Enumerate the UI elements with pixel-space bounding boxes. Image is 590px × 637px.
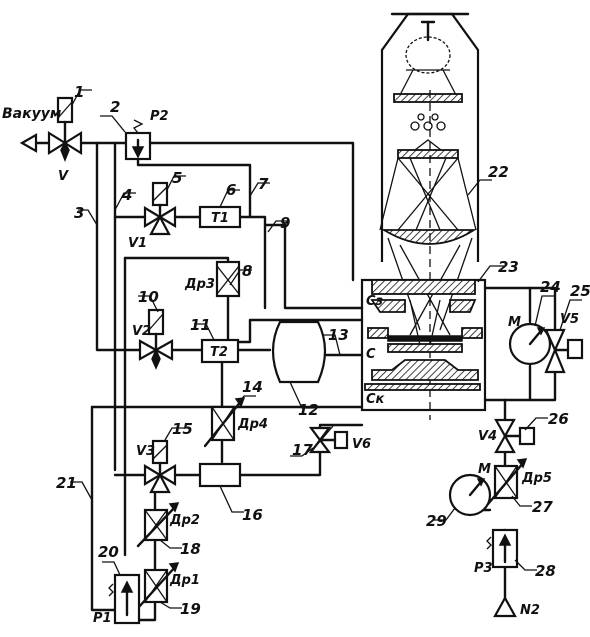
number-27: 27 bbox=[532, 498, 553, 516]
throttle-dr1 bbox=[136, 562, 180, 610]
label-v5: V5 bbox=[560, 312, 579, 327]
throttle-dr2 bbox=[136, 502, 180, 548]
number-23: 23 bbox=[498, 258, 519, 276]
label-v3: V3 bbox=[136, 444, 155, 459]
number-18: 18 bbox=[180, 540, 201, 558]
part-numbers: 1 2 3 4 5 6 7 8 9 10 11 12 13 14 15 16 1… bbox=[56, 83, 590, 618]
label-p1: P1 bbox=[93, 611, 112, 626]
number-29: 29 bbox=[426, 512, 447, 530]
number-1: 1 bbox=[74, 83, 84, 101]
label-dr1: Др1 bbox=[169, 573, 200, 588]
label-v1: V1 bbox=[128, 236, 147, 251]
number-8: 8 bbox=[242, 262, 252, 280]
valve-v3 bbox=[143, 439, 177, 494]
valve-v5 bbox=[544, 328, 584, 374]
number-11: 11 bbox=[190, 316, 211, 334]
regulator-p2 bbox=[124, 119, 152, 161]
label-m-bottom: M bbox=[478, 462, 491, 477]
label-t2: T2 bbox=[210, 345, 228, 360]
label-vacuum: Вакуум bbox=[2, 106, 61, 122]
number-25: 25 bbox=[570, 282, 590, 300]
valve-v2 bbox=[138, 308, 174, 370]
number-28: 28 bbox=[535, 562, 556, 580]
label-v2: V2 bbox=[132, 324, 151, 339]
number-10: 10 bbox=[138, 288, 159, 306]
label-c-bottom: Cк bbox=[366, 392, 386, 407]
label-p3: P3 bbox=[474, 561, 493, 576]
pressure-gauge-29 bbox=[448, 473, 492, 517]
number-16: 16 bbox=[242, 506, 263, 524]
label-dr4: Др4 bbox=[237, 417, 268, 432]
number-21: 21 bbox=[56, 474, 77, 492]
label-t1: T1 bbox=[211, 211, 229, 226]
valve-v4 bbox=[494, 418, 536, 454]
regulator-p3 bbox=[486, 528, 519, 569]
regulator-p1 bbox=[108, 573, 141, 625]
number-12: 12 bbox=[298, 401, 319, 419]
label-v: V bbox=[58, 169, 69, 184]
number-9: 9 bbox=[280, 214, 290, 232]
reservoir-12 bbox=[271, 320, 327, 384]
valve-v6 bbox=[308, 425, 349, 454]
label-dr5: Др5 bbox=[521, 471, 552, 486]
vacuum-inlet-arrow bbox=[19, 133, 38, 153]
number-26: 26 bbox=[548, 410, 569, 428]
number-22: 22 bbox=[488, 163, 509, 181]
optical-column-22 bbox=[379, 12, 480, 420]
throttle-dr3 bbox=[215, 260, 241, 298]
block-16 bbox=[198, 462, 242, 488]
label-v6: V6 bbox=[352, 437, 371, 452]
number-3: 3 bbox=[74, 204, 84, 222]
label-v4: V4 bbox=[478, 429, 497, 444]
label-n2: N2 bbox=[520, 603, 540, 618]
label-c-top: Cз bbox=[366, 294, 383, 309]
valve-v1 bbox=[143, 181, 177, 236]
number-4: 4 bbox=[121, 186, 132, 204]
number-5: 5 bbox=[172, 169, 182, 187]
number-13: 13 bbox=[328, 326, 349, 344]
chamber-23 bbox=[360, 278, 487, 412]
number-15: 15 bbox=[172, 420, 193, 438]
nitrogen-source-arrow bbox=[493, 595, 517, 618]
label-dr2: Др2 bbox=[169, 513, 200, 528]
number-2: 2 bbox=[110, 98, 120, 116]
label-c-mid: C bbox=[366, 347, 376, 362]
number-17: 17 bbox=[292, 441, 313, 459]
pressure-gauge-24 bbox=[508, 322, 552, 366]
lettered-labels: Вакуум V P2 V1 T1 Др3 V2 T2 Др4 V3 Др2 Д… bbox=[2, 106, 579, 626]
number-20: 20 bbox=[98, 543, 119, 561]
number-6: 6 bbox=[226, 181, 236, 199]
number-19: 19 bbox=[180, 600, 201, 618]
valve-v bbox=[47, 96, 83, 163]
tee-t2 bbox=[200, 338, 240, 364]
label-dr3: Др3 bbox=[184, 277, 215, 292]
label-m-top: M bbox=[508, 315, 521, 330]
throttle-dr5 bbox=[486, 458, 528, 506]
label-p2: P2 bbox=[150, 109, 169, 124]
number-14: 14 bbox=[242, 378, 263, 396]
leader-lines bbox=[70, 89, 582, 609]
number-24: 24 bbox=[540, 278, 561, 296]
number-7: 7 bbox=[258, 175, 269, 193]
